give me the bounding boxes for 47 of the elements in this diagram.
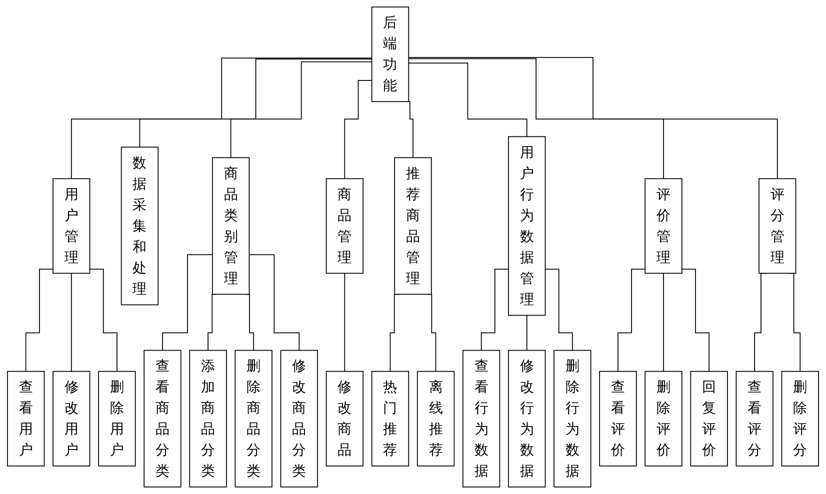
node-box: 用户管理	[52, 178, 90, 274]
connector	[408, 56, 778, 180]
node-box: 评分管理	[758, 178, 796, 274]
connector	[70, 58, 372, 180]
connector	[139, 58, 372, 148]
connector	[618, 268, 646, 372]
node-box: 修改商品	[326, 370, 364, 466]
node-box: 离线推荐	[416, 370, 455, 466]
connector	[230, 61, 372, 158]
node-box: 添加商品分类	[189, 350, 227, 488]
node-box: 商品管理	[326, 178, 364, 274]
node-box: 修改行为数据	[508, 350, 546, 488]
connector	[344, 272, 346, 372]
node-box: 商品类别管理	[212, 157, 250, 295]
node-box: 查看用户	[7, 370, 45, 466]
node-box: 删除用户	[98, 370, 136, 466]
node-box: 数据采集和处理	[120, 146, 159, 306]
connector	[408, 58, 664, 180]
connector	[25, 268, 54, 372]
node-box: 修改商品分类	[280, 350, 318, 488]
connector	[344, 80, 372, 180]
connector	[544, 268, 573, 351]
connector	[408, 62, 528, 138]
node-box: 后端功能	[371, 6, 410, 102]
node-box: 删除商品分类	[234, 350, 272, 488]
node-box: 删除评分	[781, 370, 819, 466]
connector	[663, 272, 664, 372]
connector	[406, 101, 414, 158]
node-box: 用户行为数据管理	[508, 136, 546, 316]
node-box: 删除评价	[644, 370, 682, 466]
node-box: 修改用户	[52, 370, 90, 466]
node-box: 评价管理	[644, 178, 682, 274]
node-box: 查看评价	[599, 370, 637, 466]
connector	[162, 254, 213, 351]
node-box: 查看商品分类	[144, 350, 182, 488]
node-box: 回复评价	[690, 370, 728, 466]
connector	[248, 254, 300, 351]
connector	[681, 268, 710, 372]
connector	[480, 268, 509, 351]
node-box: 删除行为数据	[554, 350, 592, 488]
node-box: 热门推荐	[371, 370, 410, 466]
connector	[70, 272, 72, 372]
node-box: 推荐商品管理	[394, 157, 432, 295]
node-box: 查看行为数据	[462, 350, 500, 488]
node-box: 查看评分	[736, 370, 774, 466]
connector	[526, 314, 528, 351]
connector	[89, 268, 118, 372]
